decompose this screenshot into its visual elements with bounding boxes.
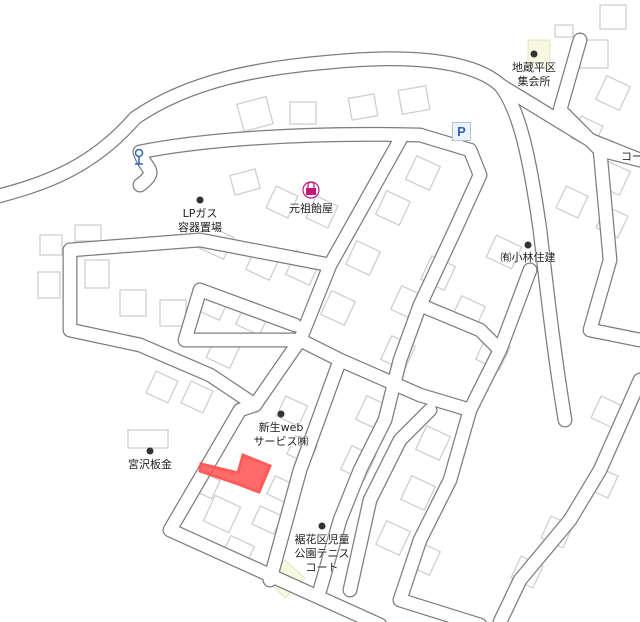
poi-label-kobayashi[interactable]: ㈲小林住建: [500, 251, 556, 264]
poi-label-tennis-court[interactable]: 裾花区児童公園テニスコート: [294, 533, 350, 574]
poi-marker[interactable]: [196, 196, 204, 204]
poi-label-partial[interactable]: コー: [621, 150, 640, 163]
poi-marker[interactable]: [146, 447, 154, 455]
poi-marker[interactable]: [524, 241, 532, 249]
shopping-bag-icon[interactable]: [302, 181, 320, 199]
roads: [0, 32, 640, 622]
poi-label-lp-gas[interactable]: LPガス容器置場: [178, 207, 222, 234]
poi-label-ganso-ameya[interactable]: 元祖飴屋: [289, 202, 333, 215]
poi-label-miyazawa[interactable]: 宮沢板金: [128, 458, 172, 471]
poi-label-jizodaira[interactable]: 地蔵平区集会所: [512, 61, 556, 88]
poi-marker[interactable]: [318, 522, 326, 530]
parking-icon[interactable]: P: [452, 122, 471, 141]
park-area: [527, 39, 551, 69]
poi-marker[interactable]: [530, 50, 538, 58]
poi-marker[interactable]: [277, 410, 285, 418]
highlighted-parcel[interactable]: [198, 452, 272, 494]
pin-icon[interactable]: [134, 148, 144, 165]
